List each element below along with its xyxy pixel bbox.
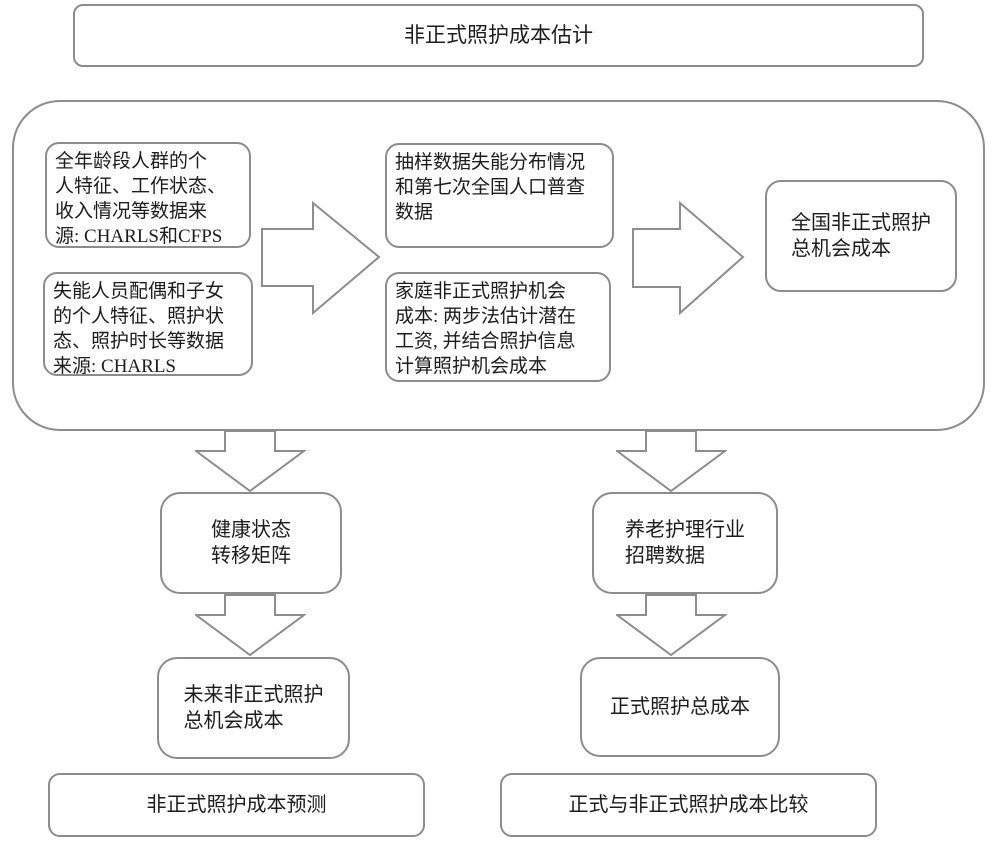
health-transition-matrix-box: 健康状态 转移矩阵 — [160, 492, 342, 594]
block-arrow-down-icon — [616, 430, 727, 492]
block-arrow-down-icon — [616, 594, 727, 656]
block-arrow-down-icon — [195, 430, 306, 492]
source-box-charls-cfps: 全年龄段人群的个 人特征、工作状态、 收入情况等数据来 源: CHARLS和CF… — [45, 142, 251, 248]
national-opportunity-cost-box: 全国非正式照护 总机会成本 — [765, 180, 957, 292]
block-arrow-right-icon — [261, 200, 382, 316]
eldercare-recruitment-data-box: 养老护理行业 招聘数据 — [592, 492, 778, 594]
sample-disability-box: 抽样数据失能分布情况 和第七次全国人口普查 数据 — [385, 143, 614, 248]
block-arrow-right-icon — [632, 200, 746, 316]
household-opportunity-cost-box: 家庭非正式照护机会 成本: 两步法估计潜在 工资, 并结合照护信息 计算照护机会… — [385, 272, 611, 382]
future-opportunity-cost-box: 未来非正式照护 总机会成本 — [157, 657, 350, 759]
formal-care-total-cost-box: 正式照护总成本 — [580, 657, 780, 757]
source-box-charls: 失能人员配偶和子女 的个人特征、照护状 态、照护时长等数据 来源: CHARLS — [43, 272, 253, 377]
title-box: 非正式照护成本估计 — [73, 4, 924, 67]
informal-cost-forecast-box: 非正式照护成本预测 — [48, 773, 425, 837]
block-arrow-down-icon — [195, 594, 306, 656]
formal-informal-comparison-box: 正式与非正式照护成本比较 — [500, 773, 877, 837]
